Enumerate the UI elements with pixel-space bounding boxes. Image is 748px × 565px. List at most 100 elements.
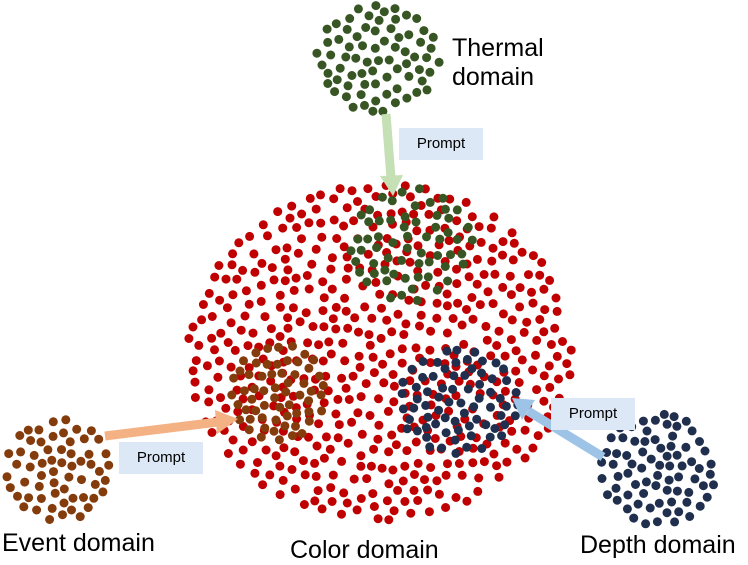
- color-domain-dot: [311, 244, 321, 254]
- event-domain-dot: [48, 417, 58, 427]
- color-domain-dot: [240, 311, 250, 321]
- depth-domain-dot: [622, 504, 632, 514]
- thermal-domain-dot: [379, 7, 389, 17]
- color-domain-dot: [509, 238, 519, 248]
- depth-overlay-dot: [510, 411, 520, 421]
- thermal-overlay-dot: [443, 228, 453, 238]
- color-domain-dot: [349, 474, 359, 484]
- thermal-domain-label: Thermal domain: [452, 34, 544, 92]
- thermal-overlay-dot: [446, 250, 455, 260]
- color-domain-dot: [343, 323, 353, 333]
- depth-overlay-dot: [397, 389, 407, 399]
- thermal-domain-dot: [356, 90, 366, 100]
- color-domain-dot: [271, 245, 281, 255]
- color-domain-dot: [265, 470, 275, 480]
- depth-domain-dot: [603, 490, 612, 500]
- depth-domain-dot: [655, 460, 665, 470]
- event-overlay-dot: [284, 400, 294, 410]
- thermal-overlay-dot: [467, 235, 477, 245]
- color-domain-dot: [492, 461, 502, 471]
- thermal-domain-dot: [382, 72, 392, 82]
- color-domain-dot: [494, 472, 504, 482]
- color-domain-dot: [364, 330, 374, 340]
- color-domain-dot: [328, 470, 338, 480]
- thermal-overlay-dot: [388, 238, 398, 248]
- depth-overlay-dot: [440, 364, 450, 374]
- depth-overlay-dot: [487, 374, 497, 384]
- thermal-overlay-dot: [372, 243, 382, 253]
- color-domain-dot: [304, 218, 314, 228]
- color-domain-dot: [292, 223, 302, 232]
- thermal-overlay-dot: [414, 259, 424, 268]
- color-domain-dot: [378, 359, 388, 369]
- thermal-domain-cluster: [312, 1, 444, 116]
- color-domain-dot: [441, 503, 451, 512]
- color-domain-dot: [230, 345, 240, 355]
- depth-overlay-dot: [451, 448, 461, 458]
- event-overlay-dot: [244, 370, 254, 380]
- color-domain-dot: [425, 345, 435, 355]
- color-domain-dot: [333, 394, 343, 404]
- color-domain-dot: [267, 263, 277, 273]
- color-domain-dot: [457, 470, 467, 480]
- color-domain-dot: [260, 312, 270, 322]
- depth-overlay-dot: [398, 377, 408, 387]
- depth-overlay-dot: [448, 384, 458, 394]
- thermal-overlay-dot: [369, 269, 379, 279]
- thermal-domain-dot: [368, 66, 378, 76]
- event-overlay-dot: [272, 359, 282, 369]
- event-domain-dot: [13, 491, 22, 501]
- thermal-domain-dot: [335, 63, 345, 73]
- event-domain-dot: [5, 483, 15, 493]
- color-domain-dot: [453, 298, 463, 308]
- color-domain-dot: [311, 204, 321, 214]
- color-domain-dot: [238, 265, 248, 275]
- event-overlay-dot: [249, 384, 259, 394]
- color-domain-dot: [406, 508, 416, 518]
- color-domain-dot: [386, 209, 396, 219]
- thermal-domain-dot: [371, 1, 381, 11]
- color-domain-dot: [415, 321, 424, 331]
- event-overlay-dot: [304, 407, 314, 417]
- color-domain-dot: [545, 382, 555, 392]
- color-domain-dot: [215, 295, 225, 305]
- color-domain-dot: [250, 468, 260, 478]
- color-domain-dot: [266, 376, 276, 386]
- thermal-domain-dot: [370, 26, 380, 36]
- color-domain-dot: [462, 496, 472, 506]
- depth-overlay-dot: [499, 364, 508, 374]
- event-overlay-dot: [317, 406, 327, 416]
- depth-domain-dot: [627, 459, 637, 469]
- color-domain-dot: [354, 327, 363, 337]
- color-domain-dot: [410, 470, 419, 479]
- color-domain-dot: [539, 327, 549, 337]
- color-domain-dot: [347, 417, 357, 427]
- color-domain-dot: [362, 474, 372, 484]
- event-domain-dot: [16, 447, 26, 457]
- color-domain-dot: [426, 463, 436, 472]
- thermal-domain-dot: [414, 65, 424, 75]
- depth-domain-dot: [622, 451, 632, 460]
- event-domain-dot: [4, 449, 14, 459]
- color-domain-dot: [483, 287, 493, 297]
- color-domain-dot: [520, 425, 530, 435]
- color-domain-dot: [490, 269, 500, 279]
- color-domain-dot: [451, 493, 461, 502]
- thermal-domain-dot: [404, 71, 414, 81]
- color-domain-dot: [498, 250, 507, 260]
- thermal-overlay-dot: [410, 201, 420, 211]
- color-domain-dot: [334, 420, 344, 430]
- depth-domain-dot: [612, 495, 622, 505]
- thermal-overlay-dot: [374, 216, 384, 226]
- event-domain-dot: [37, 458, 47, 468]
- color-domain-dot: [512, 444, 522, 454]
- color-domain-dot: [295, 317, 305, 327]
- event-domain-dot: [15, 431, 25, 440]
- color-domain-dot: [511, 366, 521, 376]
- thermal-domain-dot: [402, 59, 411, 69]
- event-overlay-dot: [280, 421, 290, 431]
- event-overlay-dot: [270, 383, 280, 393]
- thermal-domain-dot: [352, 32, 362, 42]
- color-domain-dot: [385, 349, 395, 359]
- color-domain-dot: [377, 463, 387, 473]
